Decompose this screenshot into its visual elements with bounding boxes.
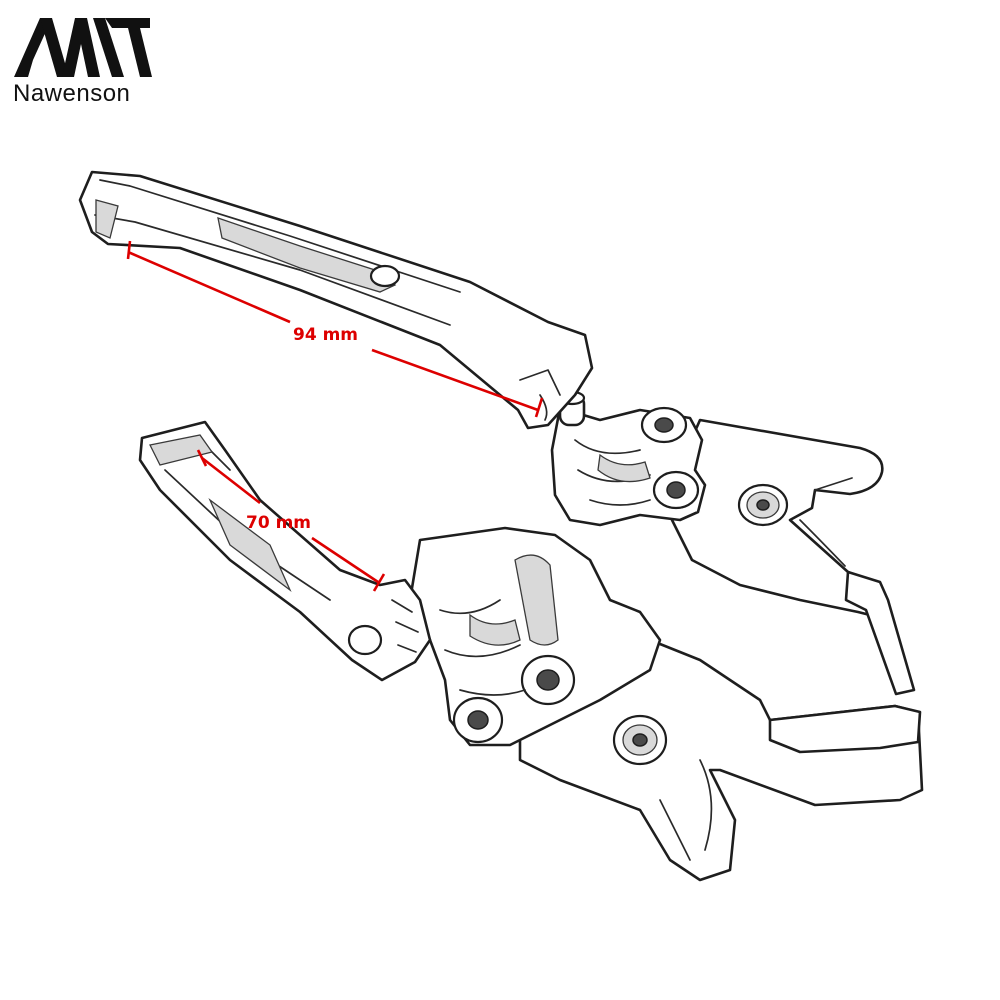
- dimension-label-94mm: 94 mm: [293, 325, 358, 345]
- nawenson-logo-icon: [14, 18, 152, 77]
- lower-lever-arm: [138, 420, 432, 682]
- dimension-94mm: 94 mm: [126, 240, 544, 418]
- upper-lever: [78, 170, 916, 696]
- upper-adjuster-arm: [844, 570, 916, 696]
- dimension-label-70mm: 70 mm: [246, 513, 311, 533]
- upper-lever-slot: [217, 217, 397, 293]
- lower-adjuster-arm: [768, 704, 922, 754]
- lower-pivot-slot: [514, 554, 559, 646]
- lower-lever-tip: [149, 434, 214, 466]
- dimension-70mm: 70 mm: [196, 449, 386, 592]
- upper-lever-arm: [78, 170, 594, 430]
- lower-lever: [138, 420, 924, 882]
- upper-lever-tip: [95, 199, 119, 239]
- brand-name: Nawenson: [13, 80, 130, 107]
